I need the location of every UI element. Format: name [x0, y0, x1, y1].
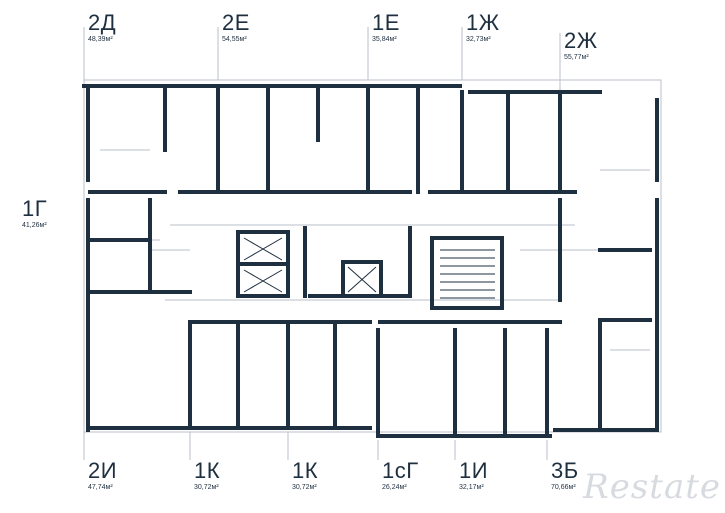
unit-area: 26,24м² — [382, 484, 407, 491]
unit-area: 55,77м² — [564, 54, 589, 61]
unit-label-1e[interactable]: 1Е 35,84м² — [372, 10, 400, 44]
unit-area: 48,39м² — [88, 36, 113, 43]
unit-code: 2И — [88, 458, 118, 483]
unit-label-2i[interactable]: 2И 47,74м² — [88, 458, 118, 492]
unit-label-1k-b[interactable]: 1К 30,72м² — [292, 458, 319, 492]
unit-area: 32,73м² — [466, 36, 491, 43]
unit-code: 1К — [194, 458, 221, 483]
unit-code: 1Е — [372, 10, 400, 35]
unit-area: 30,72м² — [292, 484, 317, 491]
unit-code: 2Ж — [564, 28, 598, 53]
unit-area: 35,84м² — [372, 36, 397, 43]
unit-code: 1К — [292, 458, 319, 483]
unit-label-2d[interactable]: 2Д 48,39м² — [88, 10, 117, 44]
unit-area: 41,26м² — [22, 222, 47, 229]
unit-label-1g[interactable]: 1Г 41,26м² — [22, 196, 48, 230]
unit-code: 1сГ — [382, 458, 419, 483]
unit-label-2e[interactable]: 2Е 54,55м² — [222, 10, 250, 44]
unit-label-1zh[interactable]: 1Ж 32,73м² — [466, 10, 500, 44]
unit-code: 2Е — [222, 10, 250, 35]
unit-code: 3Б — [551, 458, 579, 483]
unit-code: 1И — [459, 458, 489, 483]
unit-area: 70,66м² — [551, 484, 576, 491]
unit-area: 30,72м² — [194, 484, 219, 491]
unit-label-3b[interactable]: 3Б 70,66м² — [551, 458, 579, 492]
unit-label-1i[interactable]: 1И 32,17м² — [459, 458, 489, 492]
unit-area: 32,17м² — [459, 484, 484, 491]
unit-label-1k-a[interactable]: 1К 30,72м² — [194, 458, 221, 492]
unit-label-2zh[interactable]: 2Ж 55,77м² — [564, 28, 598, 62]
unit-code: 1Г — [22, 196, 48, 221]
watermark-logo: Restate — [583, 467, 721, 507]
unit-area: 54,55м² — [222, 36, 247, 43]
unit-area: 47,74м² — [88, 484, 113, 491]
unit-code: 2Д — [88, 10, 117, 35]
unit-label-1sg[interactable]: 1сГ 26,24м² — [382, 458, 419, 492]
unit-code: 1Ж — [466, 10, 500, 35]
building-outline — [83, 79, 662, 433]
